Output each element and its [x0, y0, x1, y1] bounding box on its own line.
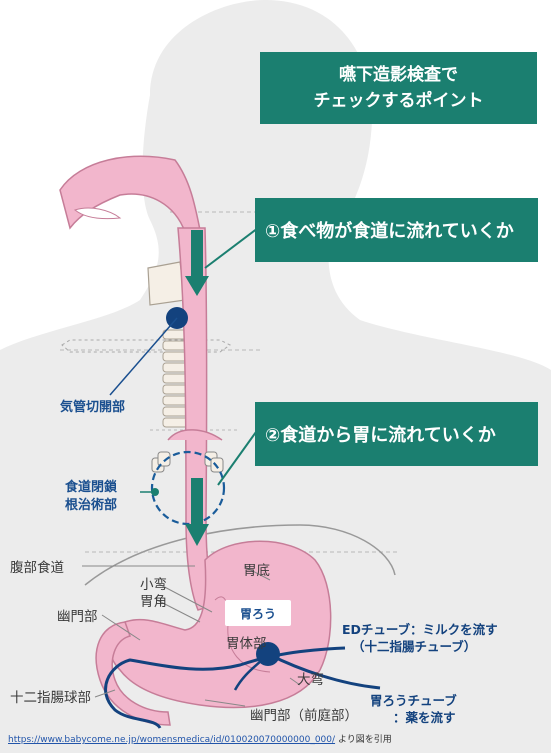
gastrostomy-label: 胃ろう: [225, 600, 291, 626]
fundoplication-label-2: 根治術部: [65, 498, 118, 513]
greater-curvature-label: 大弯: [297, 672, 324, 688]
gastrostomy-dot: [256, 642, 280, 666]
antrum-label: 幽門部（前庭部）: [250, 708, 358, 724]
duodenal-bulb-label: 十二指腸球部: [10, 690, 91, 706]
gastro-tube-label-2: ：薬を流す: [393, 710, 456, 725]
point-1-label: ①食べ物が食道に流れていくか: [265, 221, 514, 242]
flow-arrow-1: [185, 230, 209, 296]
fundoplication-label-1: 食道閉鎖: [65, 480, 118, 495]
point-2-box: ②食道から胃に流れていくか: [255, 402, 538, 466]
title-line-2: チェックするポイント: [313, 91, 484, 111]
title-box: 嚥下造影検査で チェックするポイント: [260, 52, 537, 124]
larynx: [147, 261, 186, 306]
ed-tube-label-1: EDチューブ：ミルクを流す: [342, 622, 498, 637]
source-link[interactable]: https://www.babycome.ne.jp/womensmedica/…: [8, 735, 336, 745]
gastro-tube-label-1: 胃ろうチューブ: [370, 693, 457, 708]
tracheostomy-label: 気管切開部: [60, 400, 126, 415]
oral-cavity: [59, 155, 201, 233]
source-citation: https://www.babycome.ne.jp/womensmedica/…: [8, 732, 392, 745]
abdominal-esophagus-label: 腹部食道: [10, 560, 64, 576]
duodenum: [95, 621, 171, 726]
source-suffix: より図を引用: [337, 735, 392, 745]
fundus-label: 胃底: [243, 563, 270, 579]
diaphragm-line: [84, 524, 396, 586]
point-2-label: ②食道から胃に流れていくか: [265, 425, 496, 446]
angulus-label: 胃角: [140, 594, 167, 610]
pylorus-label: 幽門部: [57, 609, 98, 625]
title-line-1: 嚥下造影検査で: [339, 65, 458, 85]
point-1-box: ①食べ物が食道に流れていくか: [255, 198, 538, 262]
lesser-curvature-label: 小弯: [140, 577, 167, 593]
flow-arrow-2: [185, 478, 209, 546]
ed-tube-label-2: （十二指腸チューブ）: [352, 639, 477, 654]
stomach-body-label: 胃体部: [226, 636, 267, 652]
